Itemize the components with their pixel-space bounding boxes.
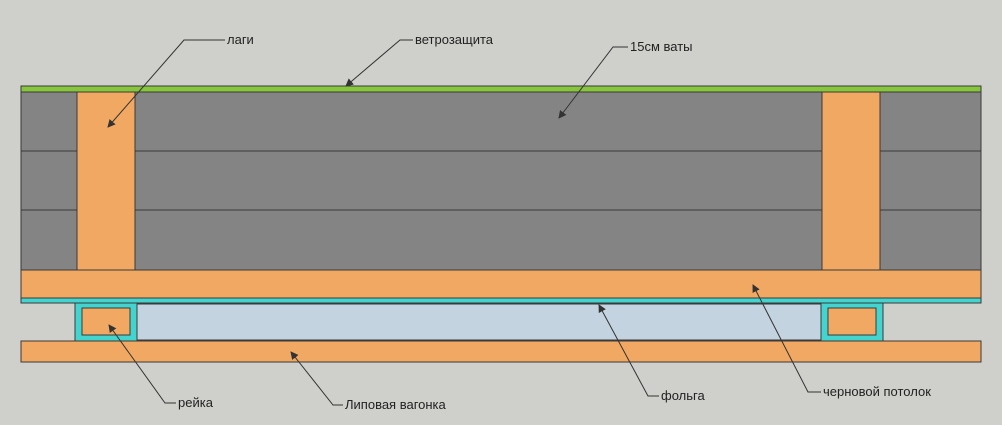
- leader-arrow: [290, 351, 343, 406]
- insulation-layer-2: [20, 150, 982, 211]
- label-lining: Липовая вагонка: [345, 397, 447, 412]
- foil-layer: [20, 297, 982, 304]
- leader-arrow: [752, 284, 821, 393]
- label-batten: рейка: [178, 395, 214, 410]
- air-gap: [134, 303, 823, 341]
- lining-board: [20, 340, 982, 363]
- label-joists: лаги: [227, 32, 254, 47]
- leader-arrow: [558, 46, 628, 119]
- batten-left: [74, 302, 138, 342]
- insulation-layer-1: [20, 91, 982, 152]
- joist-right: [821, 91, 881, 271]
- label-rough-ceiling: черновой потолок: [823, 384, 931, 399]
- joist-left: [76, 91, 136, 271]
- insulation-layer-3: [20, 209, 982, 271]
- label-foil: фольга: [661, 388, 705, 403]
- leader-arrow: [598, 304, 659, 397]
- label-wind-barrier: ветрозащита: [415, 32, 494, 47]
- leader-arrow: [107, 39, 225, 128]
- label-insulation: 15см ваты: [630, 39, 693, 54]
- batten-right: [820, 302, 884, 342]
- rough-ceiling-board: [20, 269, 982, 299]
- leader-arrow: [108, 324, 176, 404]
- leader-arrow: [345, 39, 413, 87]
- wind-barrier-layer: [20, 85, 982, 93]
